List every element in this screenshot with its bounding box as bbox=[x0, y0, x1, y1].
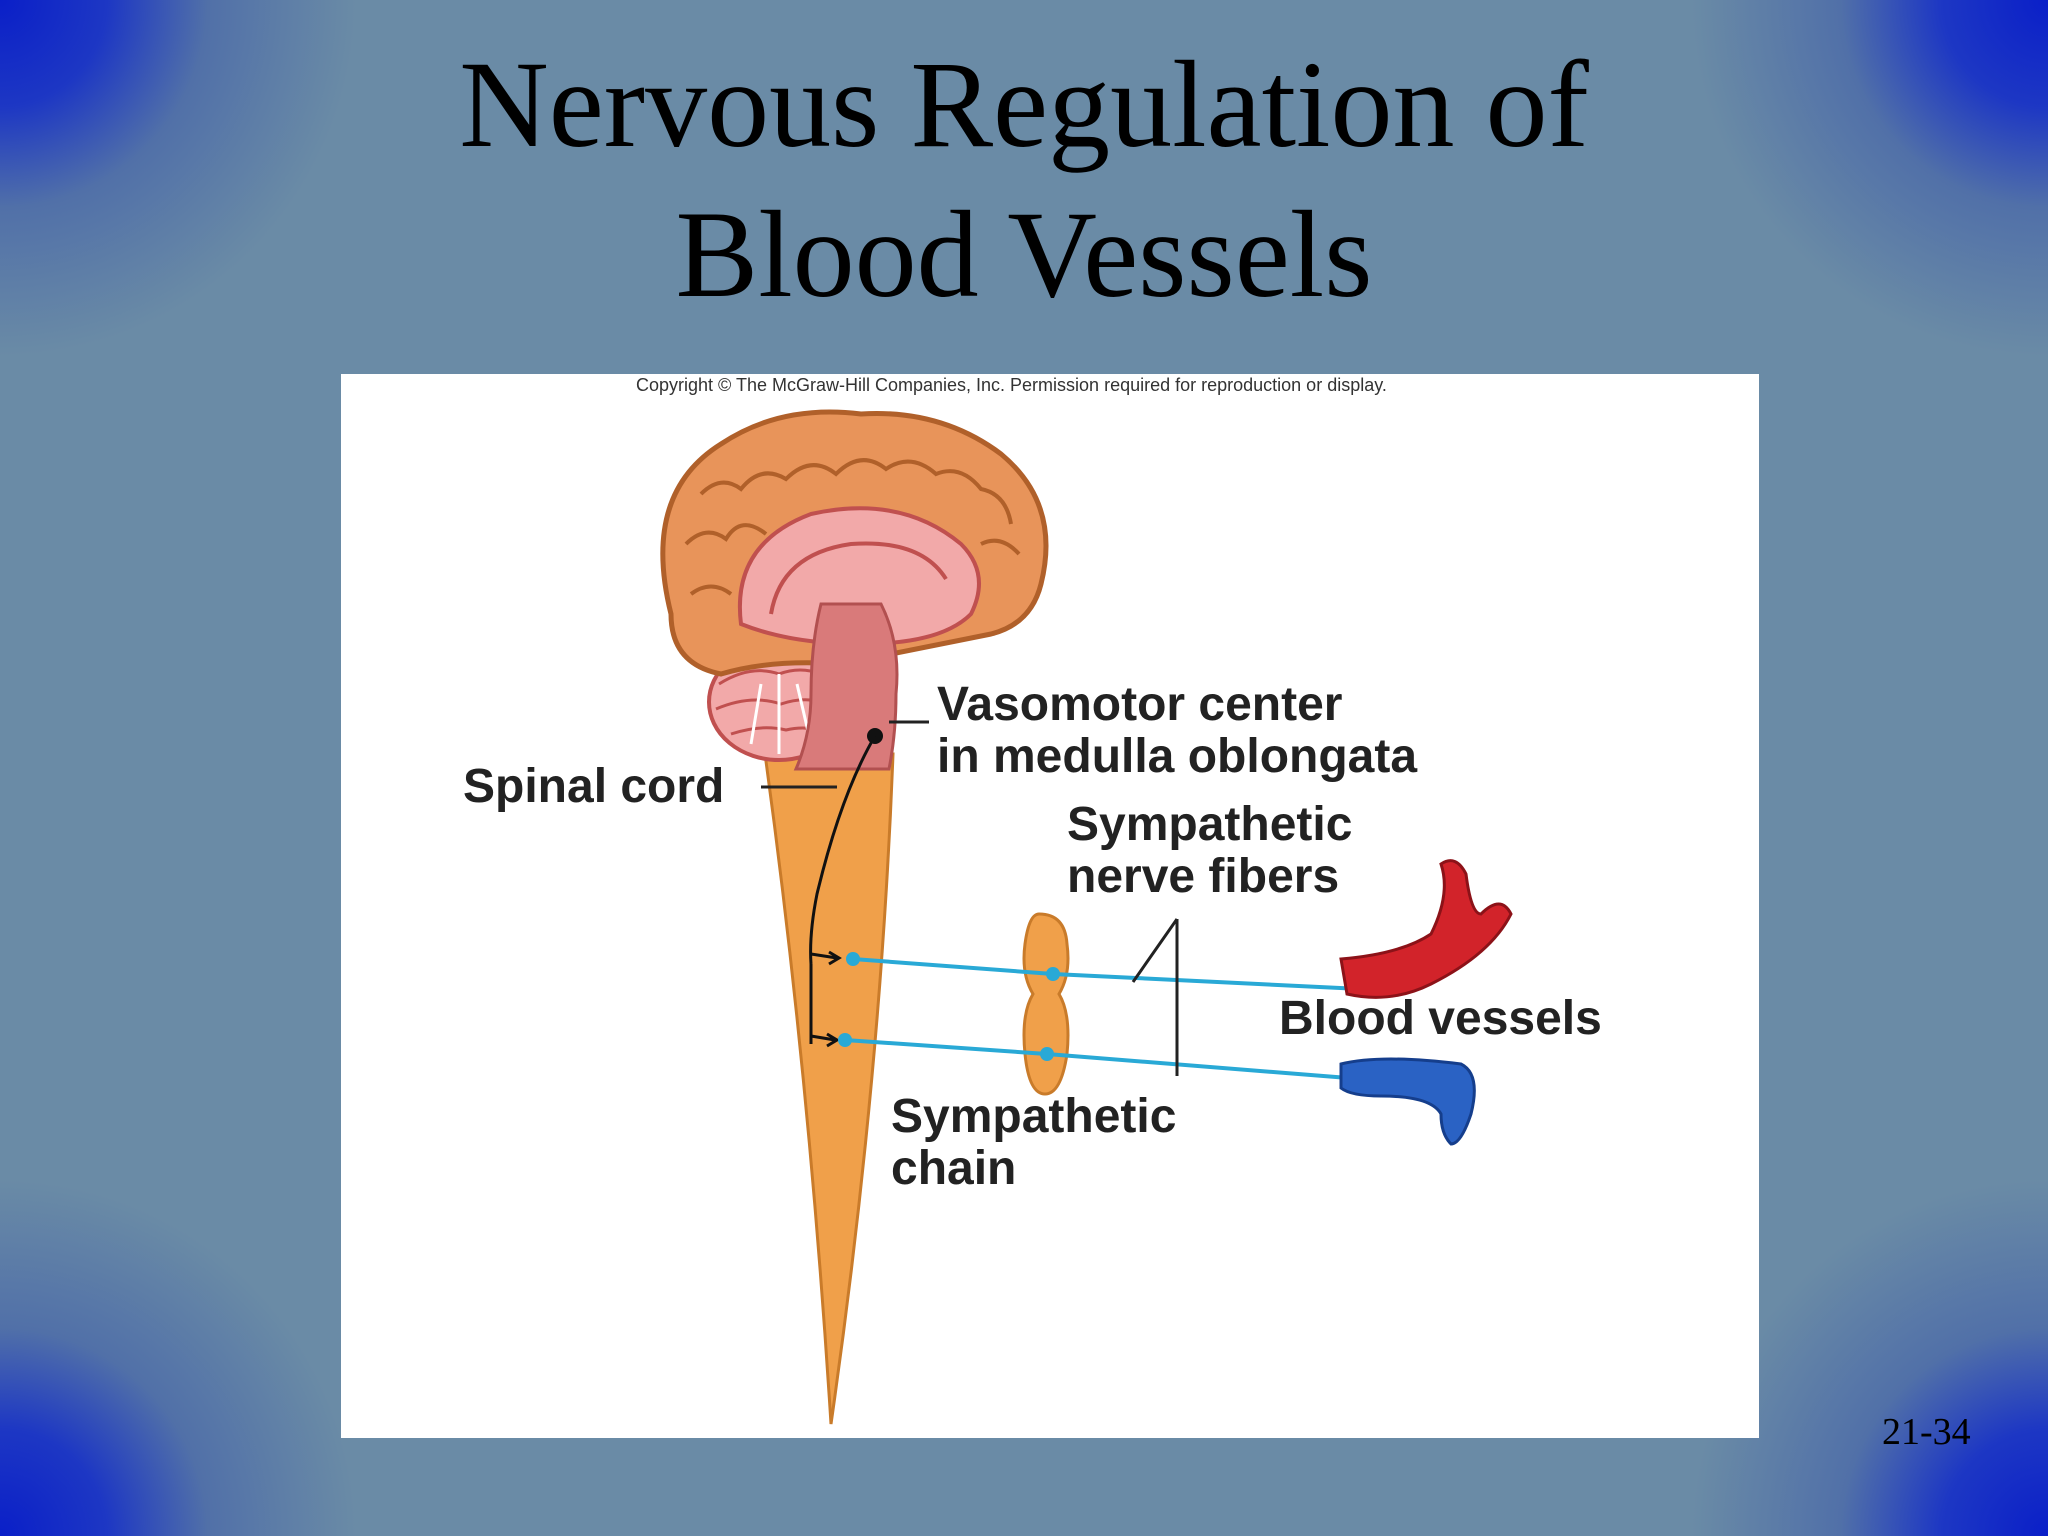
label-sympathetic-fibers-line-1: Sympathetic bbox=[1067, 798, 1352, 851]
title-line-1: Nervous Regulation of bbox=[459, 36, 1589, 173]
nervous-regulation-diagram: Copyright © The McGraw-Hill Companies, I… bbox=[463, 375, 1602, 1425]
label-blood-vessels: Blood vessels bbox=[1279, 992, 1602, 1045]
artery bbox=[1339, 859, 1513, 999]
slide-number: 21-34 bbox=[1882, 1411, 1971, 1453]
brainstem bbox=[793, 602, 899, 771]
nerve-fibers-leader bbox=[1131, 918, 1179, 1076]
label-sympathetic-chain-line-2: chain bbox=[891, 1142, 1016, 1195]
slide-title: Nervous Regulation of Blood Vessels bbox=[0, 30, 2048, 330]
label-sympathetic-chain-line-1: Sympathetic bbox=[891, 1090, 1176, 1143]
sympathetic-chain-ganglion bbox=[1022, 912, 1070, 1096]
label-sympathetic-fibers-line-2: nerve fibers bbox=[1067, 850, 1339, 903]
title-line-2: Blood Vessels bbox=[675, 186, 1373, 323]
diagram-figure: Copyright © The McGraw-Hill Companies, I… bbox=[341, 374, 1759, 1438]
neuron-arrow-lower bbox=[810, 1032, 840, 1048]
cerebrum bbox=[660, 409, 1049, 677]
label-vasomotor-line-1: Vasomotor center bbox=[937, 678, 1342, 731]
label-spinal-cord: Spinal cord bbox=[463, 760, 724, 813]
fiber-node bbox=[1046, 967, 1060, 981]
descending-neuron bbox=[809, 735, 877, 1044]
fiber-node bbox=[1040, 1047, 1054, 1061]
label-vasomotor-line-2: in medulla oblongata bbox=[937, 730, 1417, 783]
copyright-notice: Copyright © The McGraw-Hill Companies, I… bbox=[636, 375, 1387, 395]
neuron-arrow-upper bbox=[810, 950, 842, 966]
fiber-node bbox=[846, 952, 860, 966]
spinal-cord-shape bbox=[763, 752, 895, 1425]
fiber-node bbox=[838, 1033, 852, 1047]
vein bbox=[1339, 1057, 1476, 1146]
